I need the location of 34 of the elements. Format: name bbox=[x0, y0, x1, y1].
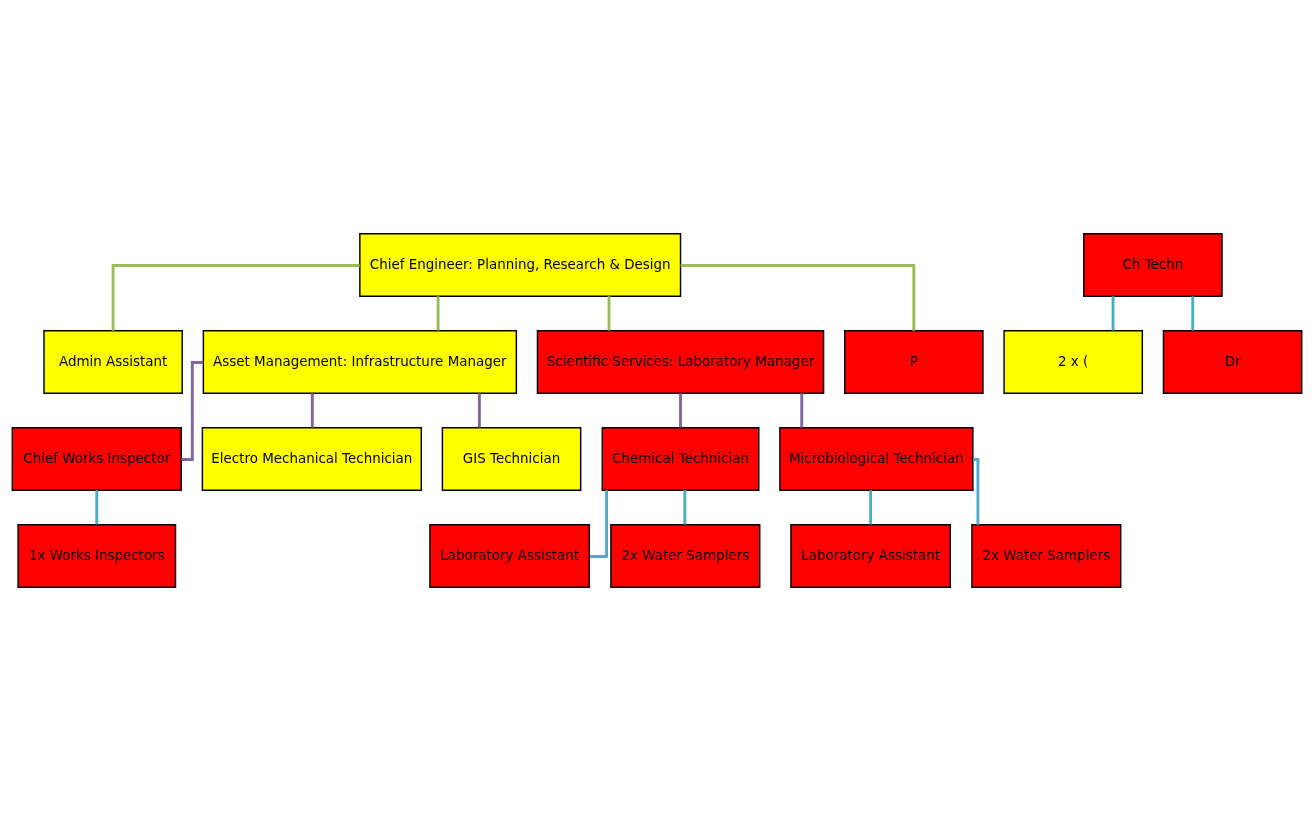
node-box: 2x Water Samplers bbox=[971, 524, 1122, 588]
node-box: Ch Techn bbox=[1083, 233, 1223, 297]
node-box: Dr bbox=[1162, 330, 1303, 394]
connector bbox=[477, 393, 481, 428]
node-box: Asset Management: Infrastructure Manager bbox=[202, 330, 518, 394]
connector bbox=[869, 490, 873, 525]
connector bbox=[589, 490, 609, 558]
node-box: GIS Technician bbox=[441, 427, 582, 491]
connector bbox=[973, 458, 980, 525]
connector bbox=[607, 296, 611, 331]
node-box: Scientific Services: Laboratory Manager bbox=[536, 330, 825, 394]
connector bbox=[679, 393, 682, 428]
connector bbox=[111, 264, 360, 331]
node-box: Laboratory Assistant bbox=[429, 524, 591, 588]
connector bbox=[800, 393, 804, 428]
node-box: Chief Engineer: Planning, Research & Design bbox=[359, 233, 682, 297]
connector bbox=[310, 393, 314, 428]
node-box: Chief Works Inspector bbox=[11, 427, 182, 491]
connector bbox=[95, 490, 99, 525]
node-box: Microbiological Technician bbox=[779, 427, 974, 491]
connector bbox=[436, 296, 440, 331]
node-box: Chemical Technician bbox=[601, 427, 760, 491]
node-box: 2x Water Samplers bbox=[610, 524, 761, 588]
node-box: Admin Assistant bbox=[43, 330, 183, 394]
node-box: 2 x ( bbox=[1003, 330, 1144, 394]
connector bbox=[683, 490, 687, 525]
connector bbox=[1191, 296, 1195, 331]
connector bbox=[181, 361, 204, 461]
node-box: P bbox=[844, 330, 984, 394]
connector bbox=[1111, 296, 1115, 331]
node-box: Electro Mechanical Technician bbox=[201, 427, 422, 491]
node-box: Laboratory Assistant bbox=[790, 524, 952, 588]
node-box: 1x Works Inspectors bbox=[17, 524, 177, 588]
connector bbox=[680, 264, 916, 331]
